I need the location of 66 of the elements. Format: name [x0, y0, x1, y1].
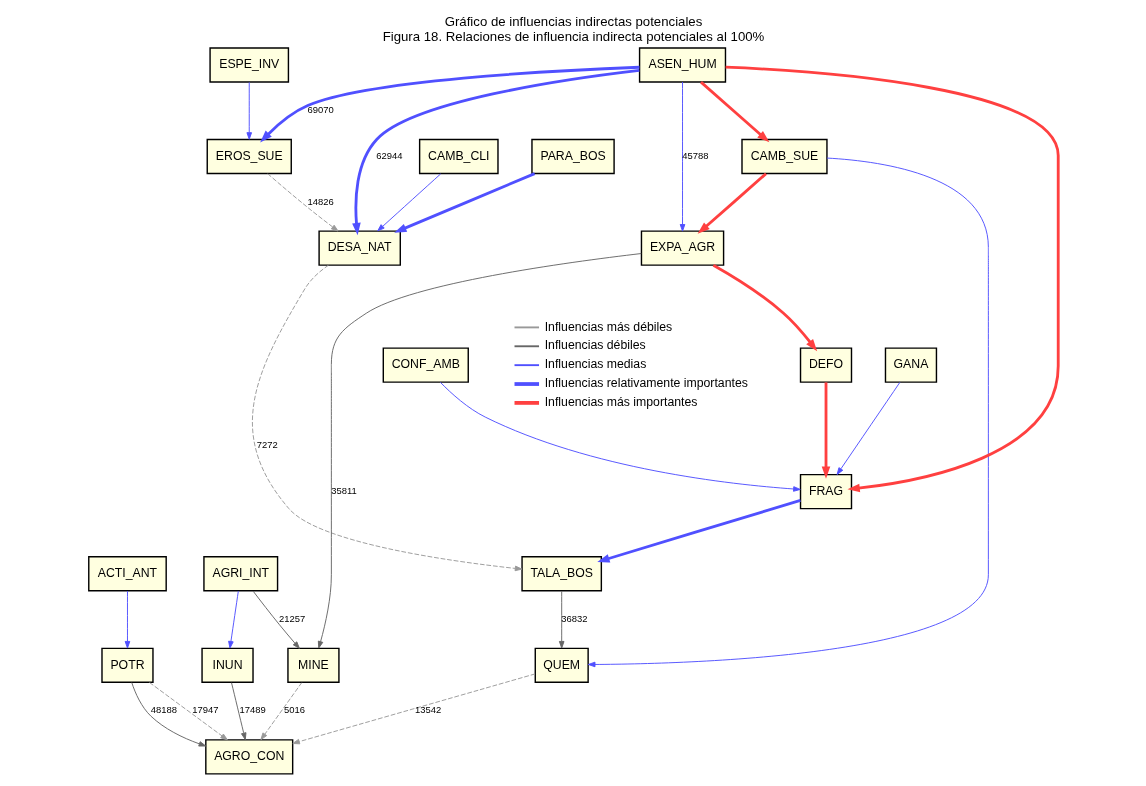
- node-box: CAMB_CLI: [418, 138, 499, 175]
- arrow: [725, 65, 1060, 493]
- legend-label: Influencias débiles: [544, 338, 646, 353]
- arrow: [148, 682, 228, 741]
- arrow: [821, 382, 830, 479]
- arrow: [596, 499, 801, 563]
- node-box: ASEN_HUM: [638, 47, 726, 83]
- arrow: [251, 264, 522, 572]
- node-box: FRAG: [799, 473, 852, 510]
- node-box: CONF_AMB: [382, 347, 469, 383]
- node-box: DESA_NAT: [317, 230, 401, 266]
- edge-label: 69070: [306, 104, 334, 116]
- arrow: [836, 381, 900, 475]
- edge-label: 21257: [278, 612, 305, 624]
- legend-label: Influencias más débiles: [544, 319, 672, 334]
- node-box: CAMB_SUE: [740, 138, 828, 175]
- node-box: PARA_BOS: [530, 138, 615, 175]
- legend-label: Influencias relativamente importantes: [544, 376, 748, 391]
- edge-label: 17947: [191, 704, 218, 716]
- edge-label: 48188: [150, 704, 177, 716]
- arrow: [124, 590, 130, 649]
- arrow: [317, 253, 642, 649]
- node-box: POTR: [100, 647, 154, 684]
- arrow: [130, 682, 206, 747]
- edge-label: 7272: [256, 439, 278, 451]
- edge-label: 17489: [238, 704, 266, 716]
- node-box: EXPA_AGR: [640, 230, 724, 266]
- arrow: [245, 81, 252, 140]
- node-box: AGRI_INT: [202, 556, 278, 592]
- arrow: [393, 172, 535, 233]
- arrow: [697, 172, 767, 234]
- arrow: [227, 590, 239, 649]
- arrow: [587, 157, 989, 668]
- edge-label: 35811: [330, 485, 357, 496]
- arrow: [230, 682, 246, 741]
- edge-label: 5016: [283, 704, 305, 716]
- edge-label: 62944: [375, 149, 403, 161]
- arrow: [252, 590, 300, 649]
- node-box: ACTI_ANT: [87, 556, 167, 592]
- arrow: [712, 264, 817, 352]
- node-box: GANA: [884, 347, 937, 383]
- arrow: [259, 65, 640, 143]
- node-box: MINE: [286, 647, 340, 684]
- caption: Figura 18. Relaciones de influencia indirecta potenciales al 100%: [382, 28, 764, 44]
- arrow: [558, 590, 564, 649]
- arrow: [259, 682, 302, 741]
- diagram-title: Gráfico de influencias indirectas potenciales: [444, 14, 702, 30]
- edge-label: 13542: [414, 704, 441, 716]
- edge-label: 36832: [560, 612, 588, 624]
- legend-label: Influencias medias: [544, 357, 646, 372]
- node-box: QUEM: [534, 647, 589, 684]
- legend-label: Influencias más importantes: [544, 395, 697, 410]
- node-box: AGRO_CON: [204, 739, 293, 775]
- edge-label: 14826: [306, 195, 334, 207]
- node-box: TALA_BOS: [520, 556, 602, 592]
- arrow: [291, 673, 536, 745]
- arrow: [376, 173, 441, 232]
- arrow: [439, 381, 801, 492]
- node-box: INUN: [200, 647, 254, 684]
- arrow: [679, 81, 685, 232]
- node-box: ESPE_INV: [208, 47, 289, 83]
- arrow: [351, 69, 639, 236]
- node-box: EROS_SUE: [206, 138, 292, 175]
- arrow: [266, 173, 338, 232]
- node-box: DEFO: [799, 347, 852, 383]
- arrow: [699, 81, 769, 143]
